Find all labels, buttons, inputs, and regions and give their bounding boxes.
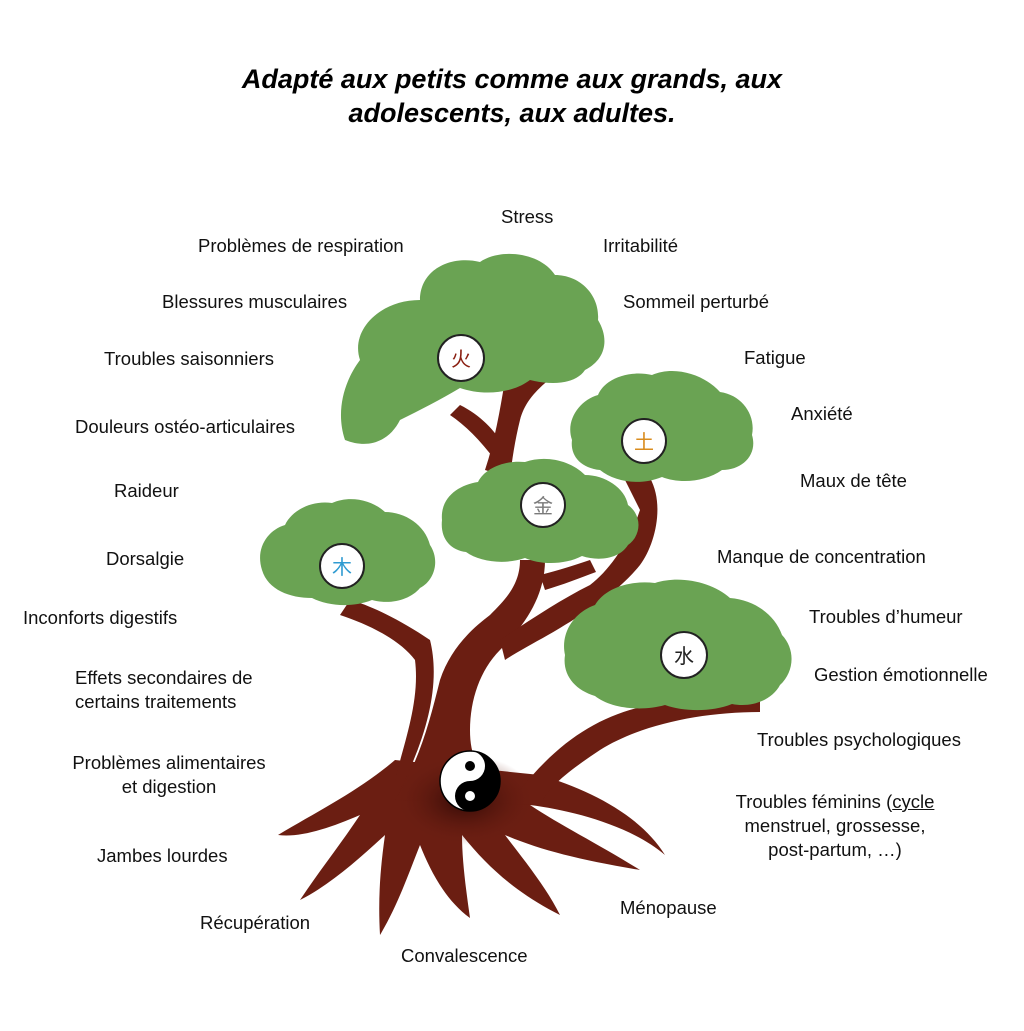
label-jambes-lourdes: Jambes lourdes <box>97 845 228 866</box>
label-convalescence: Convalescence <box>401 945 528 966</box>
label-blessures-musculaires: Blessures musculaires <box>162 291 348 312</box>
label-raideur: Raideur <box>114 480 179 501</box>
medallion-water <box>660 631 708 679</box>
medallion-earth <box>621 418 667 464</box>
medallion-fire <box>437 334 485 382</box>
label-troubles-feminins-cycle: cycle <box>892 791 935 812</box>
label-inconforts-digestifs: Inconforts digestifs <box>23 607 178 628</box>
label-troubles-feminins-prefix: Troubles féminins ( <box>735 791 893 812</box>
page-title: Adapté aux petits comme aux grands, aux … <box>0 62 1024 130</box>
label-stress: Stress <box>501 206 554 227</box>
label-dorsalgie: Dorsalgie <box>106 548 185 569</box>
title-line-2: adolescents, aux adultes. <box>348 98 676 128</box>
label-troubles-feminins-line-2: menstruel, grossesse, <box>744 815 926 836</box>
label-troubles-humeur: Troubles d’humeur <box>809 606 963 627</box>
label-probleme-respiration: Problèmes de respiration <box>198 235 404 256</box>
label-troubles-feminins: Troubles féminins (cycle menstruel, gros… <box>720 790 950 862</box>
water-glyph: 水 <box>674 644 694 668</box>
label-troubles-feminins-line-1: Troubles féminins (cycle <box>720 790 950 814</box>
yin-yang-icon <box>439 750 501 812</box>
label-troubles-feminins-line-3: post-partum, …) <box>768 839 902 860</box>
label-effets-secondaires-line-1: Effets secondaires de <box>75 667 253 688</box>
label-problemes-alimentaires: Problèmes alimentaires et digestion <box>64 751 274 799</box>
label-irritabilite: Irritabilité <box>603 235 679 256</box>
label-troubles-saisonniers: Troubles saisonniers <box>104 348 275 369</box>
label-douleurs-osteo: Douleurs ostéo-articulaires <box>75 416 296 437</box>
label-effets-secondaires-line-2: certains traitements <box>75 691 237 712</box>
metal-glyph: 金 <box>533 494 553 518</box>
label-gestion-emotionnelle: Gestion émotionnelle <box>814 664 988 685</box>
label-sommeil-perturbe: Sommeil perturbé <box>623 291 770 312</box>
title-line-1: Adapté aux petits comme aux grands, aux <box>241 64 783 94</box>
fire-glyph: 火 <box>451 347 471 371</box>
label-recuperation: Récupération <box>200 912 311 933</box>
wood-glyph: 木 <box>332 555 352 579</box>
label-fatigue: Fatigue <box>744 347 806 368</box>
label-maux-de-tete: Maux de tête <box>800 470 907 491</box>
label-problemes-alimentaires-line-1: Problèmes alimentaires <box>72 752 266 773</box>
label-effets-secondaires: Effets secondaires de certains traitemen… <box>75 666 253 714</box>
label-manque-concentration: Manque de concentration <box>717 546 926 567</box>
label-menopause: Ménopause <box>620 897 717 918</box>
tree-roots <box>278 760 665 935</box>
label-problemes-alimentaires-line-2: et digestion <box>121 776 217 797</box>
label-anxiete: Anxiété <box>791 403 853 424</box>
medallion-wood <box>319 543 365 589</box>
medallion-metal <box>520 482 566 528</box>
label-troubles-psychologiques: Troubles psychologiques <box>757 729 961 750</box>
earth-glyph: 土 <box>634 430 654 454</box>
